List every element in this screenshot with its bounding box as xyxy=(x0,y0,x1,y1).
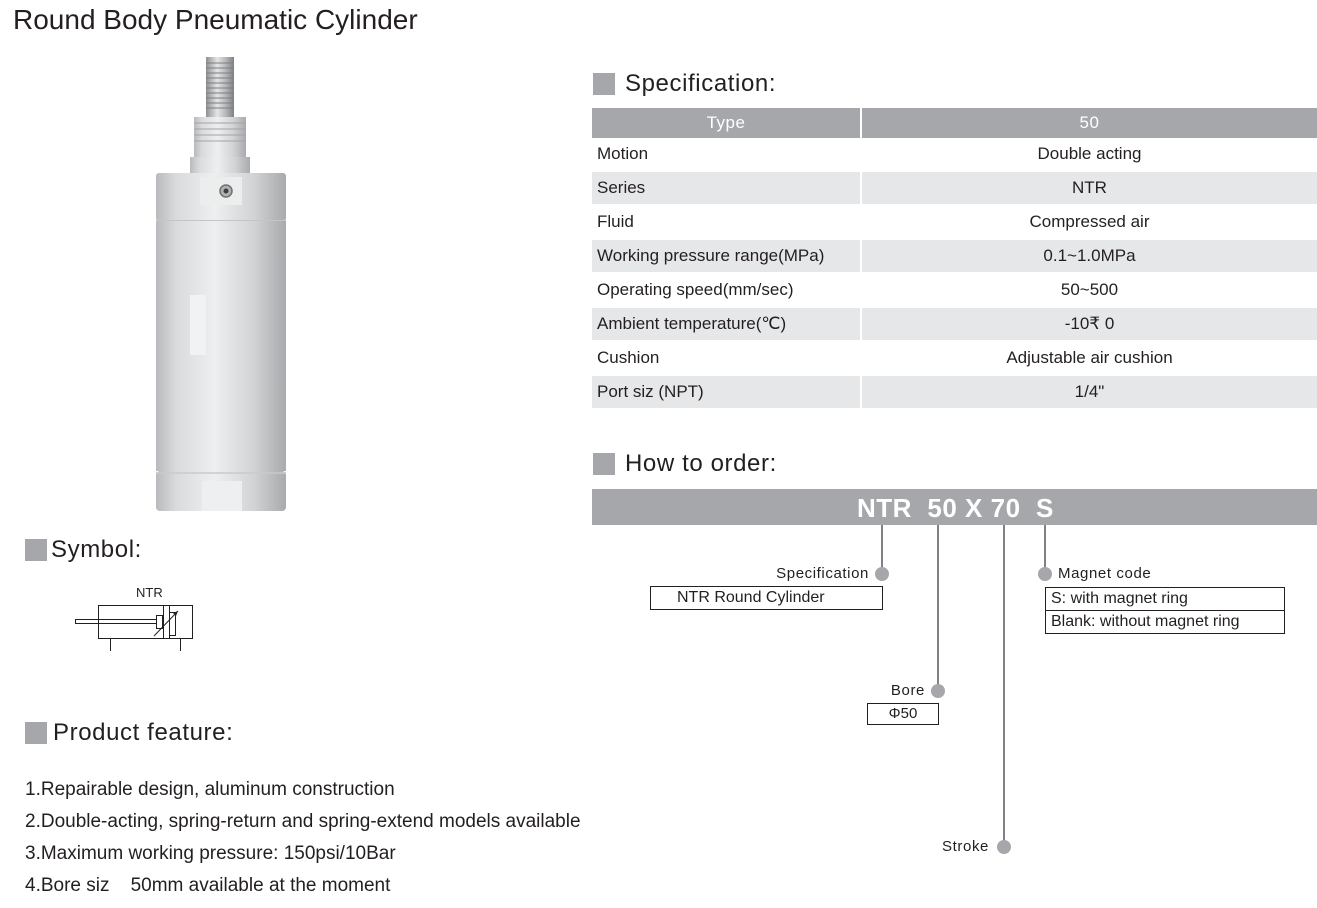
table-row: Operating speed(mm/sec) 50~500 xyxy=(592,272,1317,306)
page-title: Round Body Pneumatic Cylinder xyxy=(13,4,418,35)
spec-value: Compressed air xyxy=(862,204,1317,238)
spec-label: Port siz (NPT) xyxy=(592,374,862,408)
spec-label: Working pressure range(MPa) xyxy=(592,238,862,272)
code-bore: 50 xyxy=(927,493,958,523)
bore-option: Φ50 xyxy=(888,705,918,722)
table-row: Working pressure range(MPa) 0.1~1.0MPa xyxy=(592,238,1317,272)
specification-table: Type 50 Motion Double acting Series NTR … xyxy=(592,108,1317,408)
bore-dot-icon xyxy=(931,684,945,698)
symbol-heading: Symbol: xyxy=(25,536,142,564)
spec-label: Cushion xyxy=(592,340,862,374)
table-row: Cushion Adjustable air cushion xyxy=(592,340,1317,374)
spec-label: Fluid xyxy=(592,204,862,238)
square-bullet-icon xyxy=(593,73,615,95)
code-series: NTR xyxy=(857,493,912,523)
feature-list: 1.Repairable design, aluminum constructi… xyxy=(25,774,581,902)
table-row: Port siz (NPT) 1/4" xyxy=(592,374,1317,408)
product-photo xyxy=(150,55,295,515)
table-row: Motion Double acting xyxy=(592,138,1317,170)
specification-label: Specification xyxy=(776,565,869,582)
order-code: NTR 50 X 70 S xyxy=(857,489,1054,525)
specification-heading: Specification: xyxy=(593,70,776,98)
specification-option: NTR Round Cylinder xyxy=(677,589,825,606)
stroke-connector xyxy=(1003,525,1005,847)
spec-value: -10₹ 0 xyxy=(862,306,1317,340)
list-item: 4.Bore siz 50mm available at the moment xyxy=(25,875,391,896)
list-item: 1.Repairable design, aluminum constructi… xyxy=(25,779,395,800)
list-item: 2.Double-acting, spring-return and sprin… xyxy=(25,811,581,832)
stroke-dot-icon xyxy=(997,840,1011,854)
magnet-code-box: S: with magnet ring Blank: without magne… xyxy=(1045,587,1285,634)
spec-label: Ambient temperature(℃) xyxy=(592,306,862,340)
specification-connector xyxy=(881,525,883,573)
type-header: Type xyxy=(592,108,862,138)
spec-label: Series xyxy=(592,170,862,204)
cylinder-image-icon xyxy=(156,57,286,511)
magnet-code-label: Magnet code xyxy=(1058,565,1152,582)
magnet-dot-icon xyxy=(1038,567,1052,581)
square-bullet-icon xyxy=(593,453,615,475)
spec-label: Motion xyxy=(592,138,862,170)
specification-box: NTR Round Cylinder xyxy=(650,586,883,610)
square-bullet-icon xyxy=(25,539,47,561)
spec-value: Double acting xyxy=(1037,144,1142,163)
spec-label: Operating speed(mm/sec) xyxy=(592,272,862,306)
table-header-row: Type 50 xyxy=(592,108,1317,138)
spec-value: 50~500 xyxy=(862,272,1317,306)
magnet-option: S: with magnet ring xyxy=(1051,590,1188,607)
code-stroke: 70 xyxy=(990,493,1021,523)
table-row: Series NTR xyxy=(592,170,1317,204)
how-to-order-heading: How to order: xyxy=(593,450,777,478)
specification-dot-icon xyxy=(875,567,889,581)
table-row: Ambient temperature(℃) -10₹ 0 xyxy=(592,306,1317,340)
spec-value: Adjustable air cushion xyxy=(862,340,1317,374)
order-code-bar xyxy=(592,489,1317,525)
bore-box: Φ50 xyxy=(867,703,939,725)
stroke-label: Stroke xyxy=(942,838,989,855)
cylinder-symbol-icon xyxy=(75,605,193,651)
bore-label: Bore xyxy=(890,682,925,699)
list-item: 3.Maximum working pressure: 150psi/10Bar xyxy=(25,843,396,864)
square-bullet-icon xyxy=(25,722,47,744)
code-x: X xyxy=(965,493,983,523)
magnet-option: Blank: without magnet ring xyxy=(1046,610,1284,633)
table-row: Fluid Compressed air xyxy=(592,204,1317,238)
symbol-label: NTR xyxy=(136,585,163,600)
spec-value: NTR xyxy=(862,170,1317,204)
code-magnet: S xyxy=(1036,493,1054,523)
spec-value: 1/4" xyxy=(862,374,1317,408)
product-feature-heading: Product feature: xyxy=(25,719,233,747)
cylinder-symbol xyxy=(72,603,197,660)
magnet-connector xyxy=(1044,525,1046,573)
bore-connector xyxy=(937,525,939,691)
type-value-header: 50 xyxy=(862,108,1317,138)
spec-value: 0.1~1.0MPa xyxy=(862,238,1317,272)
